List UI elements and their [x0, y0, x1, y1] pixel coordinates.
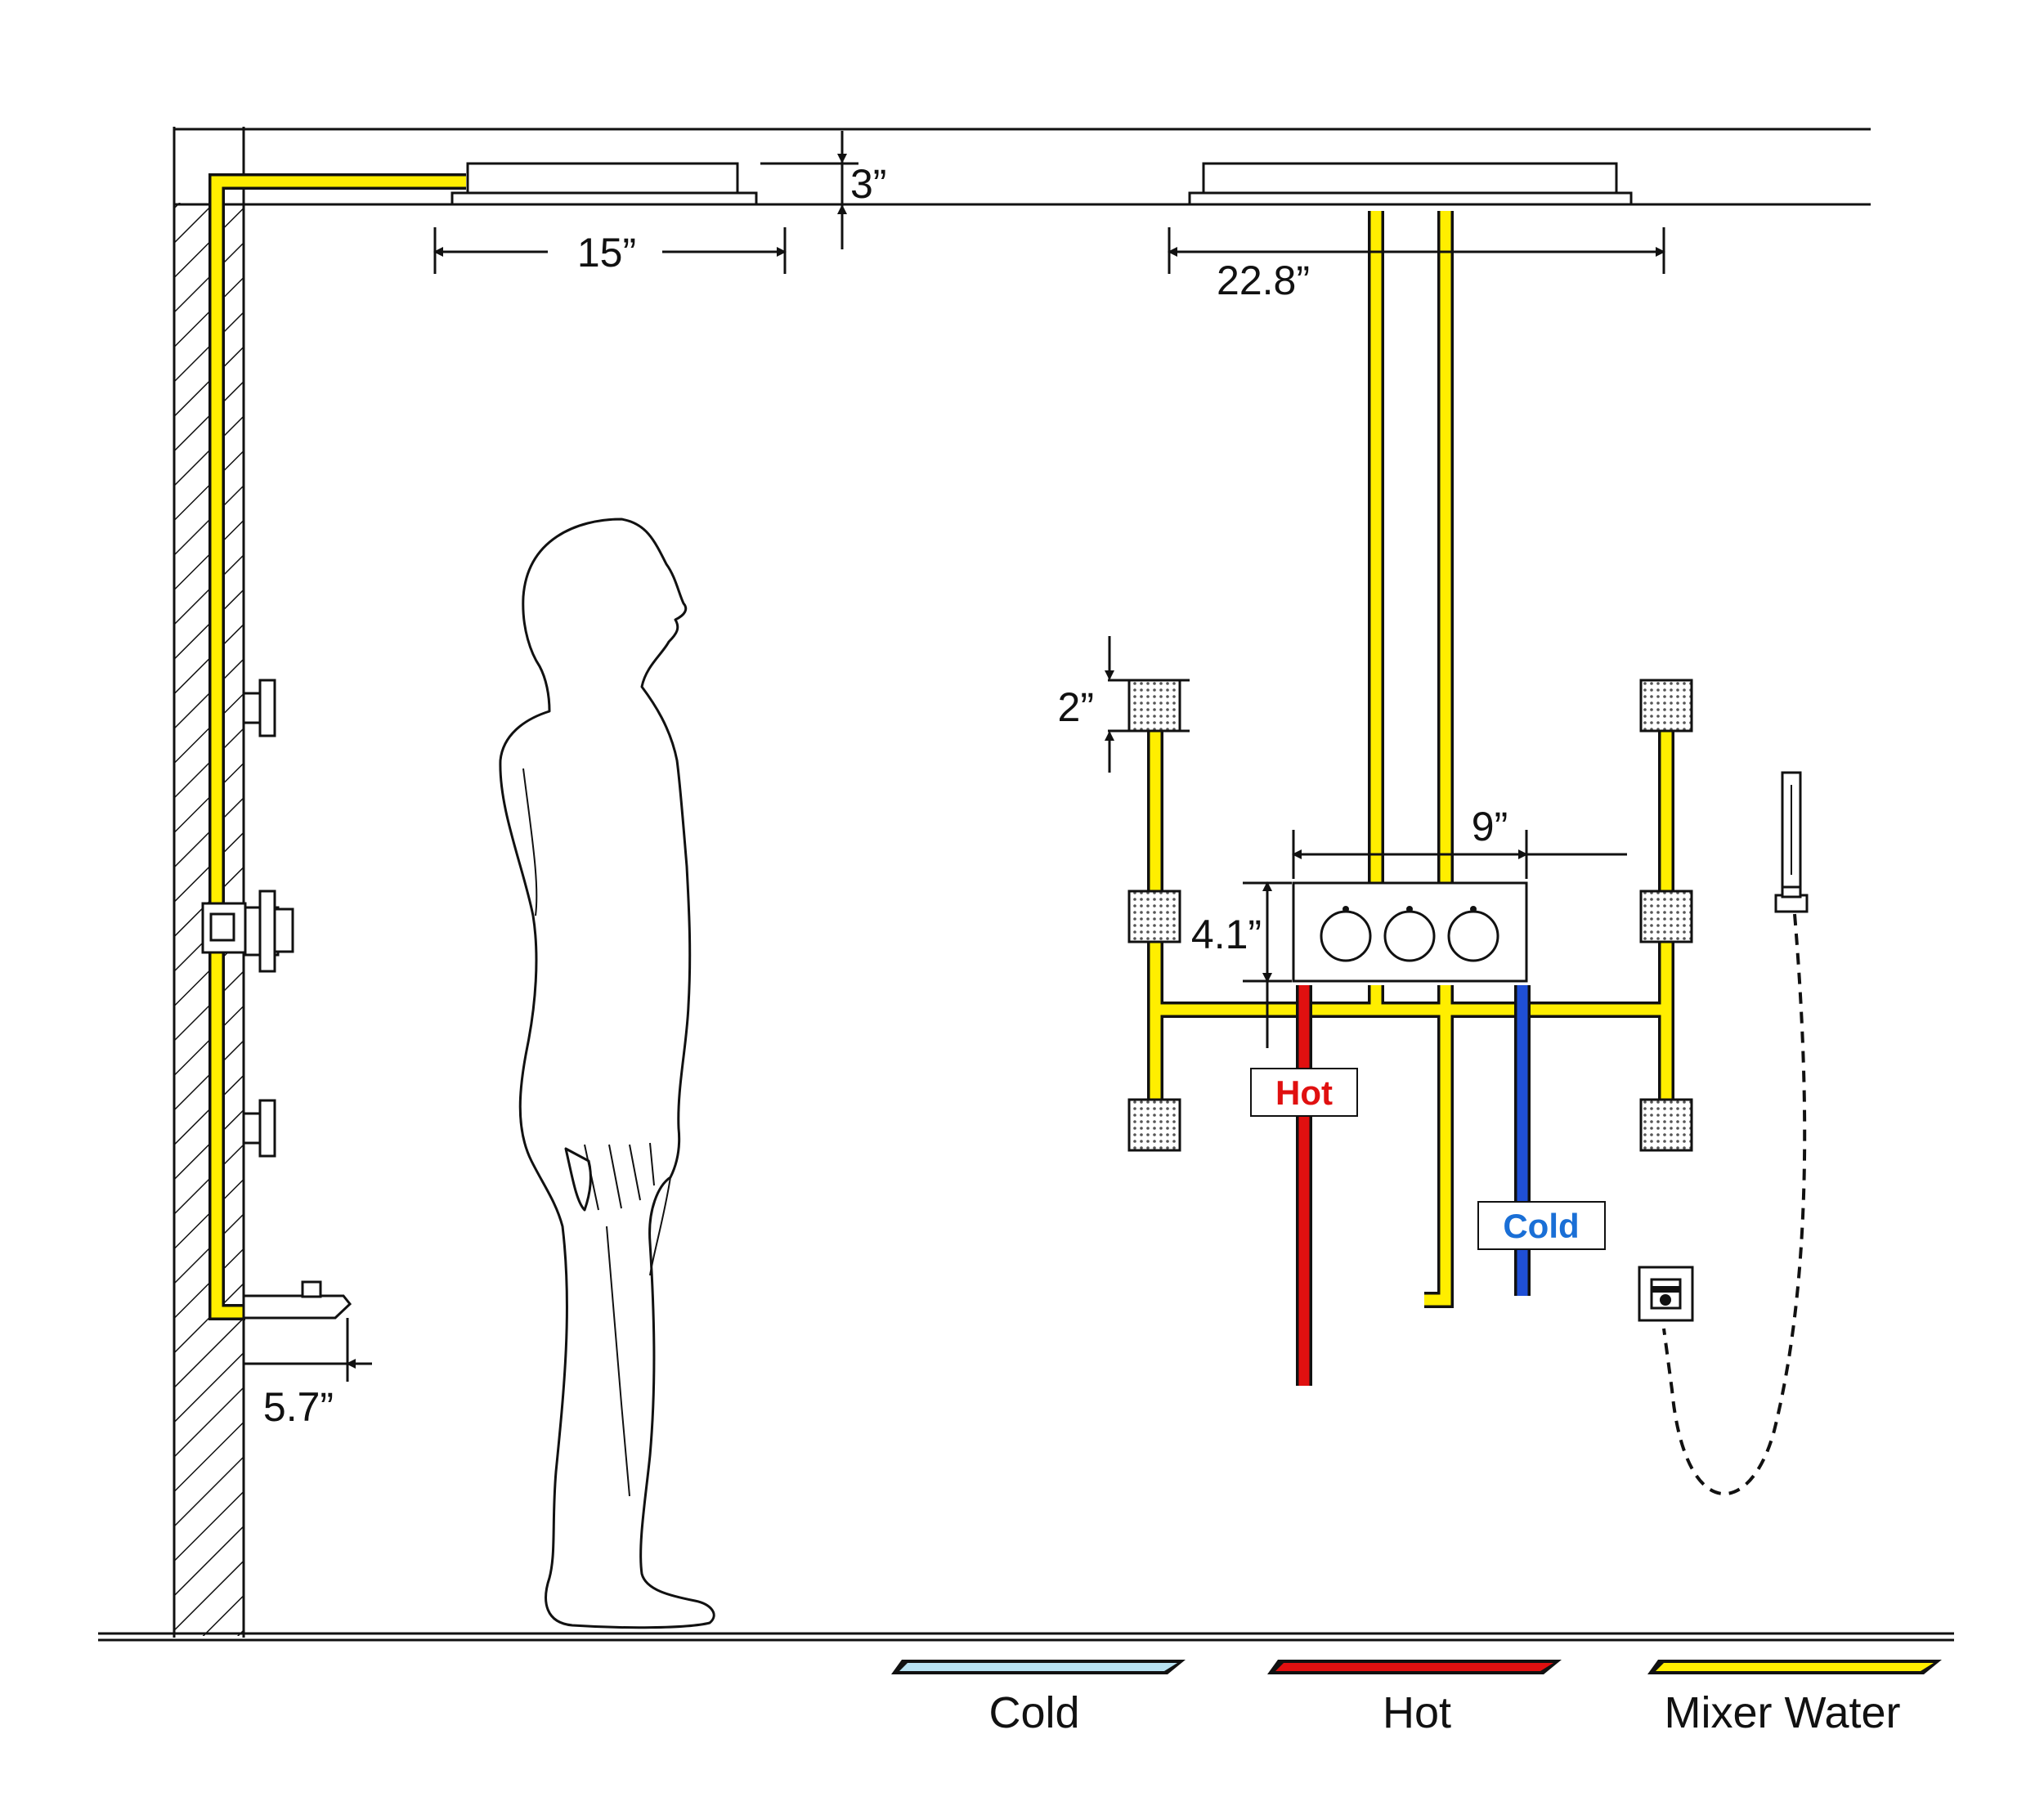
wall-outlet-icon — [1638, 1266, 1694, 1322]
hot-pipe-tag: Hot — [1250, 1068, 1358, 1117]
legend-label-mixer: Mixer Water — [1664, 1688, 1900, 1737]
valve-knob-3 — [1447, 910, 1499, 962]
body-jet-icon — [1639, 1098, 1693, 1152]
dimension-labels: 15” 3” 22.8” 2” 9” 4.1” 5.7” — [263, 161, 1508, 1430]
wall-handle-bottom — [242, 1099, 276, 1158]
legend-label-cold: Cold — [988, 1688, 1079, 1737]
dim-rain-left-width: 15” — [577, 230, 636, 276]
mixer-pipe-left — [211, 176, 466, 1318]
hand-shower-hose — [1662, 913, 1807, 1495]
cold-pipe-tag: Cold — [1477, 1201, 1606, 1250]
mixer-pipe-down — [1424, 985, 1451, 1306]
cold-pipe-tag-label: Cold — [1503, 1207, 1579, 1245]
legend-label-hot: Hot — [1383, 1688, 1451, 1737]
dim-ceiling-depth: 3” — [850, 161, 886, 207]
legend: Cold Hot Mixer Water — [891, 1660, 1942, 1737]
dim-valve-height: 4.1” — [1191, 912, 1262, 957]
dim-rain-right-width: 22.8” — [1217, 258, 1310, 303]
hot-pipe-tag-label: Hot — [1275, 1073, 1333, 1112]
left-mixer-pipe — [208, 173, 466, 1320]
valve-knob-2 — [1383, 910, 1436, 962]
dim-jet-height: 2” — [1058, 684, 1094, 730]
rain-shower-head-left — [425, 162, 785, 206]
legend-item-mixer: Mixer Water — [1647, 1660, 1942, 1737]
body-jet-icon — [1639, 679, 1693, 733]
legend-item-hot: Hot — [1267, 1660, 1562, 1737]
right-mixer-network — [1147, 211, 1674, 1308]
wall-diverter-mid — [201, 890, 294, 973]
dimension-annotations — [244, 131, 1665, 1382]
wall-handle-top — [242, 679, 276, 737]
tub-spout — [242, 1280, 352, 1320]
dim-valve-width: 9” — [1472, 804, 1508, 849]
body-jet-icon — [1639, 890, 1693, 943]
body-jets — [1127, 679, 1693, 1152]
body-jet-icon — [1127, 890, 1181, 943]
rain-shower-head-right — [1188, 162, 1633, 206]
human-figure — [499, 518, 715, 1629]
three-knob-thermostatic-valve-icon — [1292, 881, 1528, 983]
body-jet-icon — [1127, 1098, 1181, 1152]
room-structure — [98, 127, 1954, 1642]
hand-shower-icon — [1774, 771, 1809, 913]
valve-knob-1 — [1320, 910, 1372, 962]
legend-item-cold: Cold — [891, 1660, 1186, 1737]
dim-tub-spout-reach: 5.7” — [263, 1384, 334, 1430]
body-jet-icon — [1127, 679, 1181, 733]
